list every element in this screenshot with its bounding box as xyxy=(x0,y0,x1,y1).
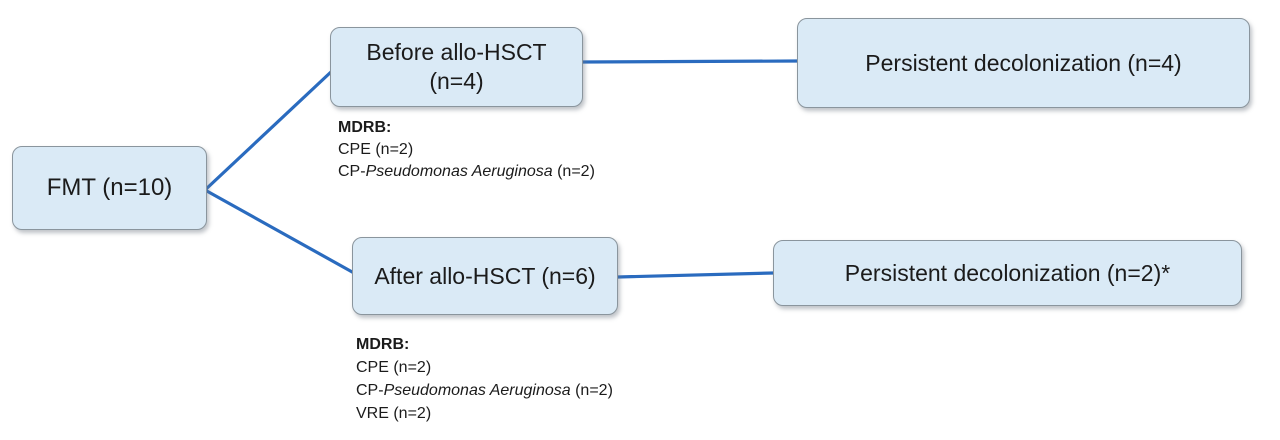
connector-fmt-to-before xyxy=(203,69,334,192)
mdrb-after-item: CPE (n=2) xyxy=(356,359,432,376)
node-persistent-decolonization-before: Persistent decolonization (n=4) xyxy=(797,18,1250,108)
node-after-allo-hsct: After allo-HSCT (n=6) xyxy=(352,237,618,315)
node-before-allo-hsct: Before allo-HSCT (n=4) xyxy=(330,27,583,107)
connector-fmt-to-after xyxy=(203,188,356,275)
mdrb-annotation-after: MDRB: CPE (n=2) CP-Pseudomonas Aeruginos… xyxy=(356,333,613,425)
node-fmt: FMT (n=10) xyxy=(12,146,207,230)
node-persistent-decolonization-after: Persistent decolonization (n=2)* xyxy=(773,240,1242,306)
node-before-label: Before allo-HSCT (n=4) xyxy=(366,38,546,96)
mdrb-before-heading: MDRB: xyxy=(338,119,392,136)
mdrb-annotation-before: MDRB: CPE (n=2) CP-Pseudomonas Aeruginos… xyxy=(338,117,595,183)
connector-before-to-persistent xyxy=(581,59,799,64)
mdrb-after-item: VRE (n=2) xyxy=(356,405,432,422)
node-before-label-line1: Before allo-HSCT xyxy=(366,39,547,66)
mdrb-before-item: CPE (n=2) xyxy=(338,141,414,158)
connector-after-to-persistent xyxy=(616,271,775,279)
node-after-label: After allo-HSCT (n=6) xyxy=(374,262,596,289)
node-fmt-label: FMT (n=10) xyxy=(46,174,173,201)
node-before-label-line2: (n=4) xyxy=(429,68,484,94)
mdrb-after-item: CP-Pseudomonas Aeruginosa (n=2) xyxy=(356,382,613,399)
node-persistent-after-label: Persistent decolonization (n=2)* xyxy=(844,259,1171,286)
node-persistent-before-label: Persistent decolonization (n=4) xyxy=(865,49,1182,76)
mdrb-before-item: CP-Pseudomonas Aeruginosa (n=2) xyxy=(338,163,595,180)
mdrb-after-heading: MDRB: xyxy=(356,336,410,353)
